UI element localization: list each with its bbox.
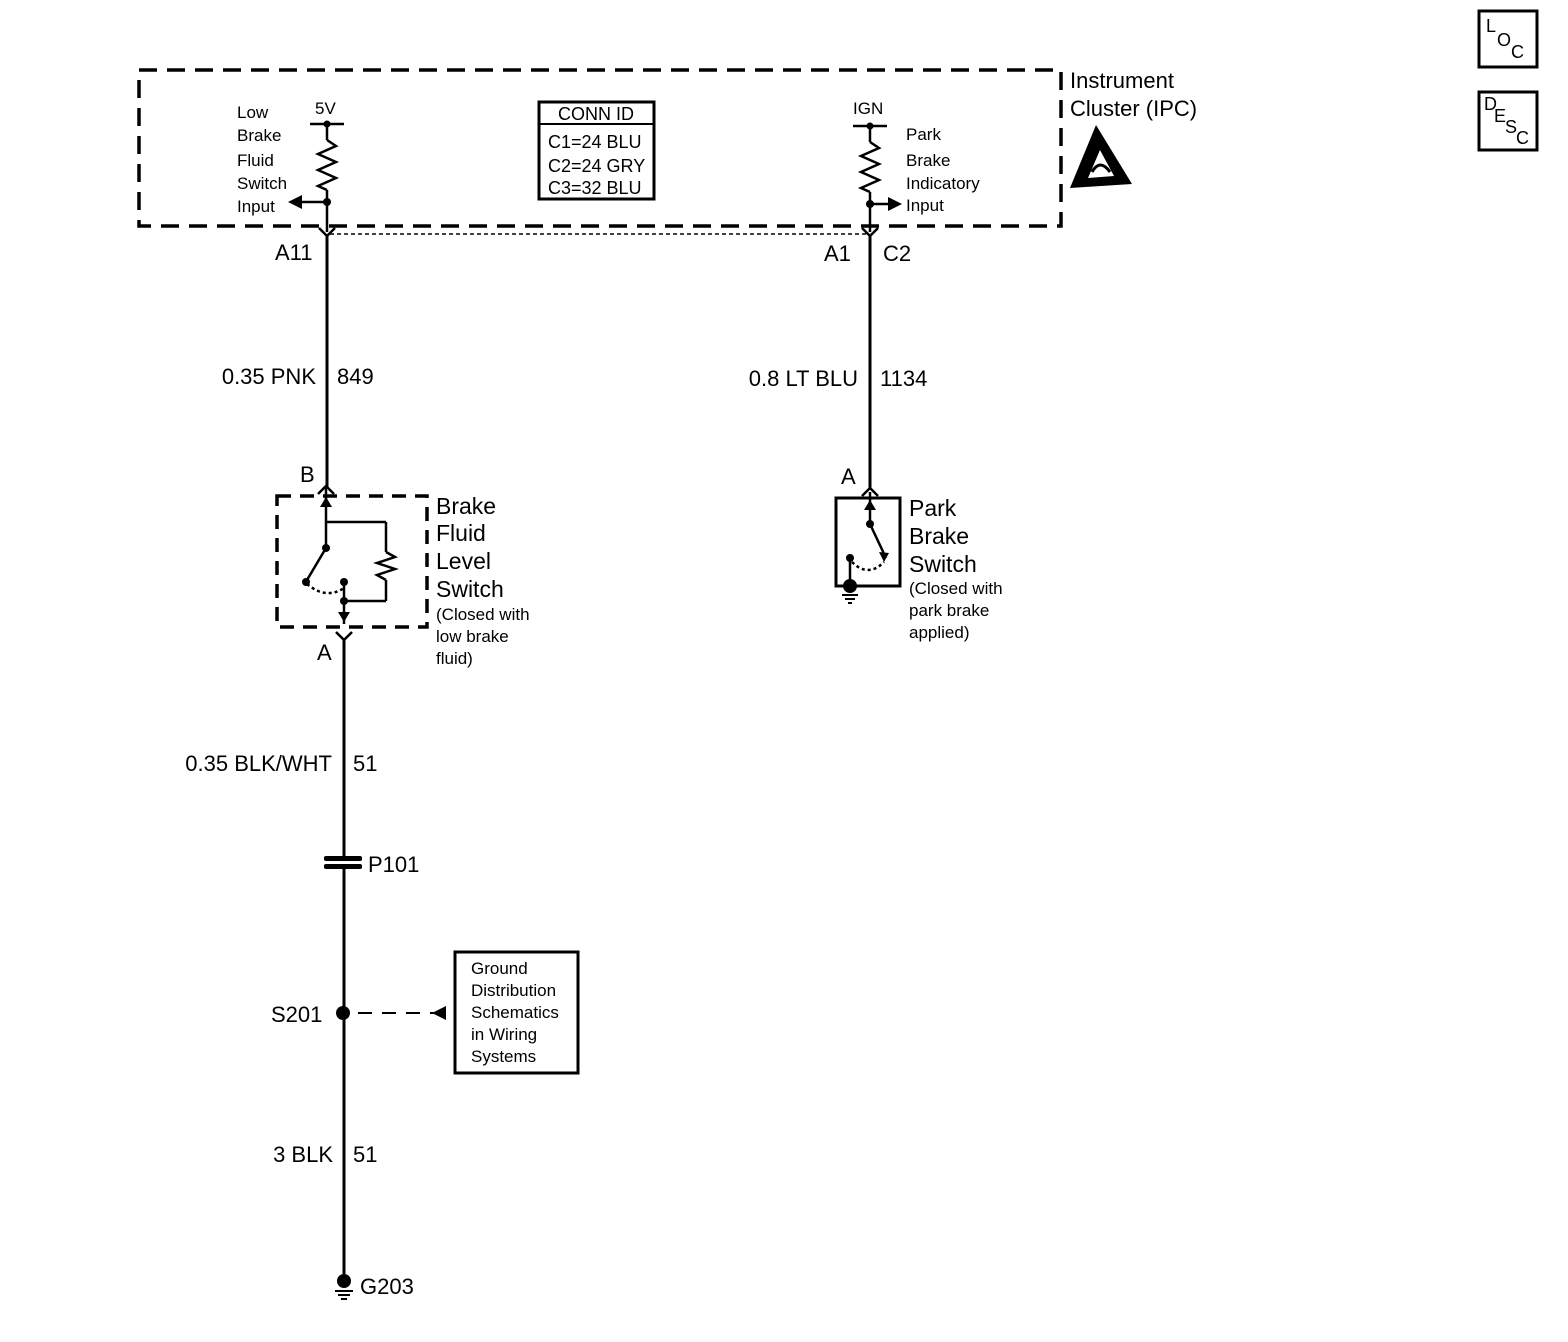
switch-contact (846, 554, 854, 562)
wire-51b-gauge-color: 3 BLK (273, 1142, 333, 1167)
park-brake-switch-note: (Closed with (909, 579, 1003, 598)
wire-849-circuit: 849 (337, 364, 374, 389)
park-brake-input-label: Indicatory (906, 174, 980, 193)
ground-icon (335, 1274, 353, 1300)
wire-51a-circuit: 51 (353, 751, 377, 776)
low-brake-input-label: Input (237, 197, 275, 216)
wire-51b-circuit: 51 (353, 1142, 377, 1167)
reference-box-line: Distribution (471, 981, 556, 1000)
park-brake-input-circuit (853, 124, 892, 232)
input-arrow-icon (888, 197, 902, 211)
pin-label-a-park: A (841, 464, 856, 489)
case-ground-icon (842, 579, 858, 604)
switch-contact (340, 597, 348, 605)
low-brake-input-label: Low (237, 103, 269, 122)
park-brake-switch-outline (834, 496, 902, 588)
reference-box-line: Ground (471, 959, 528, 978)
low-brake-input-label: Switch (237, 174, 287, 193)
connector-chevron-icon (317, 484, 335, 495)
desc-badge-letter: S (1505, 117, 1517, 137)
conn-id-row: C3=32 BLU (548, 178, 642, 198)
instrument-cluster-label-2: Cluster (IPC) (1070, 96, 1197, 121)
brake-fluid-switch-note: low brake (436, 627, 509, 646)
park-brake-switch-name: Park (909, 495, 957, 521)
park-brake-switch-note: applied) (909, 623, 970, 642)
instrument-cluster-outline (137, 68, 1063, 228)
arrow-down-icon (879, 552, 889, 562)
arrow-up-icon (864, 500, 876, 510)
park-brake-switch-name: Switch (909, 551, 977, 577)
connector-chevron-icon (861, 486, 879, 497)
splice-node (336, 1006, 350, 1020)
brake-fluid-switch-name: Brake (436, 493, 496, 519)
loc-badge-letter: C (1511, 42, 1524, 62)
loc-badge-letter: O (1497, 30, 1511, 50)
supply-node (323, 120, 331, 128)
pin-label-a1: A1 (824, 241, 851, 266)
park-brake-input-label: Brake (906, 151, 950, 170)
input-node (323, 198, 331, 206)
connector-chevron-icon (335, 631, 353, 642)
low-brake-input-label: Fluid (237, 151, 274, 170)
pin-label-b: B (300, 462, 315, 487)
desc-badge-letter: D (1484, 94, 1497, 114)
brake-fluid-switch-name: Level (436, 548, 491, 574)
desc-badge: D E S C (1477, 90, 1539, 152)
loc-badge-letter: L (1486, 16, 1496, 36)
arrow-up-icon (320, 497, 332, 507)
wire-51a-gauge-color: 0.35 BLK/WHT (185, 751, 332, 776)
supply-ign-label: IGN (853, 99, 883, 118)
inline-connector-label: P101 (368, 852, 419, 877)
input-arrow-icon (288, 195, 302, 209)
instrument-cluster-label-1: Instrument (1070, 68, 1174, 93)
esd-warning-icon (1070, 125, 1132, 188)
low-brake-input-label: Brake (237, 126, 281, 145)
pin-label-a-bottom: A (317, 640, 332, 665)
brake-fluid-switch-outline (275, 494, 429, 629)
wire-849-gauge-color: 0.35 PNK (222, 364, 316, 389)
reference-box-line: Schematics (471, 1003, 559, 1022)
park-brake-switch-name: Brake (909, 523, 969, 549)
splice-label: S201 (271, 1002, 322, 1027)
switch-contact (340, 578, 348, 586)
reference-box (453, 950, 580, 1075)
reference-arrow-icon (432, 1006, 446, 1020)
loc-badge: L O C (1477, 9, 1539, 69)
conn-id-box: CONN ID C1=24 BLU C2=24 GRY C3=32 BLU (537, 100, 656, 201)
reference-box-line: Systems (471, 1047, 536, 1066)
supply-5v-label: 5V (315, 99, 336, 118)
supply-node (866, 122, 874, 130)
switch-contact (322, 544, 330, 552)
brake-fluid-switch-name: Switch (436, 576, 504, 602)
low-brake-input-circuit (300, 122, 344, 232)
inline-connector-icon (324, 856, 362, 869)
pin-label-c2: C2 (883, 241, 911, 266)
desc-badge-letter: E (1494, 106, 1506, 126)
park-brake-input-label: Park (906, 125, 941, 144)
switch-contact (302, 578, 310, 586)
brake-fluid-switch-note: (Closed with (436, 605, 530, 624)
arrow-down-icon (338, 612, 350, 622)
park-brake-input-label: Input (906, 196, 944, 215)
reference-box-line: in Wiring (471, 1025, 537, 1044)
pin-label-a11: A11 (275, 240, 313, 265)
conn-id-title: CONN ID (558, 104, 634, 124)
brake-fluid-switch-name: Fluid (436, 520, 486, 546)
conn-id-row: C2=24 GRY (548, 156, 645, 176)
wire-1134-gauge-color: 0.8 LT BLU (749, 366, 858, 391)
ground-label: G203 (360, 1274, 414, 1299)
brake-fluid-switch-note: fluid) (436, 649, 473, 668)
wire-1134-circuit: 1134 (880, 366, 927, 391)
park-brake-switch-note: park brake (909, 601, 989, 620)
brake-fluid-switch-symbol (305, 488, 399, 624)
desc-badge-letter: C (1516, 128, 1529, 148)
switch-contact (866, 520, 874, 528)
conn-id-row: C1=24 BLU (548, 132, 642, 152)
input-node (866, 200, 874, 208)
